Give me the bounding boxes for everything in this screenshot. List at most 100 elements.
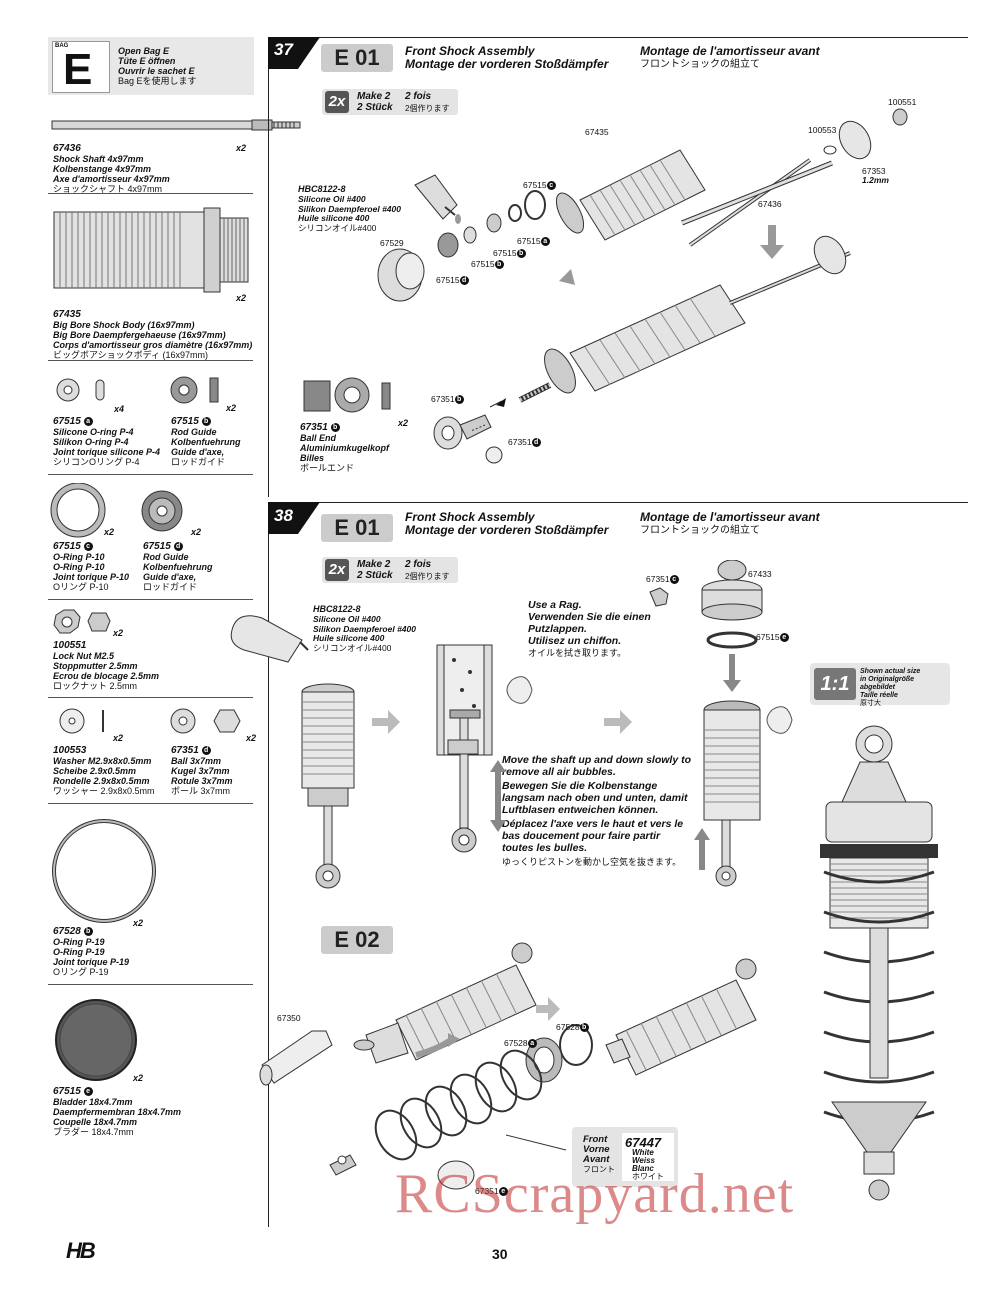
sub-badge: a bbox=[540, 237, 550, 247]
part-name-en: Rod Guide bbox=[171, 427, 217, 437]
part-name-fr: Joint torique P-19 bbox=[53, 957, 130, 967]
actual-size-badge: 1:1 Shown actual size in Originalgröße a… bbox=[810, 663, 950, 708]
divider bbox=[48, 697, 253, 698]
rag-de: Verwenden Sie die einen Putzlappen. bbox=[528, 611, 651, 635]
part-name-jp: ボール 3x7mm bbox=[171, 786, 231, 796]
part-name-en: Lock Nut M2.5 bbox=[53, 651, 115, 661]
part-67435: 67435 Big Bore Shock Body (16x97mm) Big … bbox=[53, 293, 263, 360]
callout-67350: 67350 bbox=[277, 1013, 301, 1023]
step38-frame-left bbox=[268, 502, 269, 1227]
shock-shaft-drawing bbox=[51, 119, 301, 131]
part-name-jp: ビッグボアショックボディ (16x97mm) bbox=[53, 350, 209, 360]
part-name-de: Daempfermembran 18x4.7mm bbox=[53, 1107, 182, 1117]
part-qty: x2 bbox=[191, 527, 202, 537]
color-de: Weiss bbox=[632, 1156, 655, 1165]
part-67515c: 67515 c O-Ring P-10 O-Ring P-10 Joint to… bbox=[53, 541, 129, 592]
title-de: Montage der vorderen Stoßdämpfer bbox=[405, 523, 609, 537]
full-size-shock-drawing bbox=[820, 725, 938, 1201]
front-fr: Avant bbox=[583, 1154, 610, 1165]
bag-letter: E bbox=[63, 45, 93, 94]
lock-nut-drawing bbox=[53, 609, 111, 634]
callout-67435: 67435 bbox=[585, 127, 609, 137]
oil-en: Silicone Oil #400 bbox=[313, 614, 381, 624]
scale-text: Shown actual size in Originalgröße abgeb… bbox=[860, 668, 950, 708]
part-name-en: Bladder 18x4.7mm bbox=[53, 1097, 133, 1107]
step37-ebox: E 01 bbox=[321, 44, 393, 72]
step38-make2: 2x Make 2 2 fois 2 Stück 2個作ります bbox=[322, 557, 458, 583]
step37-frame-top bbox=[268, 37, 968, 38]
bladder-drawing bbox=[55, 999, 137, 1081]
bag-line-de: Tüte E öffnen bbox=[118, 56, 176, 66]
step38-oil-label: HBC8122-8 Silicone Oil #400 Silikon Daem… bbox=[313, 604, 416, 653]
part-name-jp: ワッシャー 2.9x8x0.5mm bbox=[53, 786, 155, 796]
sub-badge: e bbox=[779, 633, 789, 643]
sub-badge: a bbox=[527, 1039, 537, 1049]
oil-en: Silicone Oil #400 bbox=[298, 194, 366, 204]
step38-number-tab bbox=[268, 502, 320, 534]
part-qty: x2 bbox=[226, 403, 237, 413]
part-qty: x2 bbox=[133, 1073, 144, 1083]
shock-body-part bbox=[555, 149, 706, 241]
make-en: Make 2 bbox=[357, 91, 391, 102]
step37-title-fr: Montage de l'amortisseur avant フロントショックの… bbox=[640, 45, 820, 71]
make-en: Make 2 bbox=[357, 559, 391, 570]
scale-en: Shown actual size bbox=[860, 668, 921, 675]
sub-badge: d bbox=[173, 541, 183, 551]
make-de: 2 Stück bbox=[357, 570, 393, 581]
sub-badge: b bbox=[579, 1023, 589, 1033]
oil-de: Silikon Daempferoel #400 bbox=[313, 623, 416, 634]
part-name-de: Silikon O-ring P-4 bbox=[53, 437, 129, 447]
shaft-jp: ゆっくりピストンを動かし空気を抜きます。 bbox=[502, 857, 682, 867]
assembled-shock bbox=[544, 235, 851, 394]
oil-de: Silikon Daempferoel #400 bbox=[298, 203, 401, 214]
callout-67353: 67353 1.2mm bbox=[862, 167, 889, 185]
ball-drawing bbox=[170, 708, 241, 734]
oring-p4-drawing bbox=[56, 378, 105, 402]
scale-fr: Taille réelle bbox=[860, 692, 898, 699]
color-fr: Blanc bbox=[632, 1164, 654, 1173]
callout-100551: 100551 bbox=[888, 97, 917, 107]
part-code: 67515 b bbox=[171, 416, 241, 427]
part-name-en: Shock Shaft 4x97mm bbox=[53, 154, 144, 164]
step38-title-fr: Montage de l'amortisseur avant フロントショックの… bbox=[640, 511, 820, 537]
part-code: 67515 c bbox=[53, 541, 129, 552]
part-qty: x2 bbox=[236, 293, 247, 303]
part-name-en: Big Bore Shock Body (16x97mm) bbox=[53, 320, 195, 330]
shaft-en: Move the shaft up and down slowly to rem… bbox=[502, 754, 692, 778]
part-name-jp: ボールエンド bbox=[300, 463, 355, 473]
sub-badge: d bbox=[531, 438, 541, 448]
part-name-fr: Rotule 3x7mm bbox=[171, 776, 233, 786]
make-jp: 2個作ります bbox=[405, 104, 450, 113]
part-67515d: 67515 d Rod Guide Kolbenfuehrung Guide d… bbox=[143, 541, 213, 592]
sub-badge: c bbox=[546, 181, 556, 191]
shock-assembly-right bbox=[605, 958, 757, 1076]
part-code: 67351 d bbox=[171, 745, 233, 756]
step38-title: Front Shock Assembly Montage der vordere… bbox=[405, 511, 608, 537]
part-67528b: 67528 b O-Ring P-19 O-Ring P-19 Joint to… bbox=[53, 926, 129, 977]
part-name-de: Aluminiumkugelkopf bbox=[300, 443, 390, 453]
part-name-fr: Joint torique silicone P-4 bbox=[53, 447, 161, 457]
oring-p19-drawing bbox=[52, 819, 156, 923]
shock-cutaway bbox=[436, 644, 493, 853]
part-name-jp: ロッドガイド bbox=[171, 457, 226, 467]
brand-logo: HB bbox=[66, 1238, 96, 1263]
part-code: 67351 b bbox=[300, 422, 389, 433]
part-code: 67515 d bbox=[143, 541, 213, 552]
divider bbox=[48, 360, 253, 361]
callout-67436: 67436 bbox=[758, 199, 782, 209]
part-67515a: 67515 a Silicone O-ring P-4 Silikon O-ri… bbox=[53, 416, 160, 467]
sub-badge: b bbox=[494, 260, 504, 270]
part-name-jp: ブラダー 18x4.7mm bbox=[53, 1127, 134, 1137]
part-name-jp: Oリング P-19 bbox=[53, 967, 109, 977]
color-en: White bbox=[632, 1148, 654, 1157]
part-name-en: Rod Guide bbox=[143, 552, 189, 562]
bag-line-jp: Bag Eを使用します bbox=[118, 76, 197, 86]
